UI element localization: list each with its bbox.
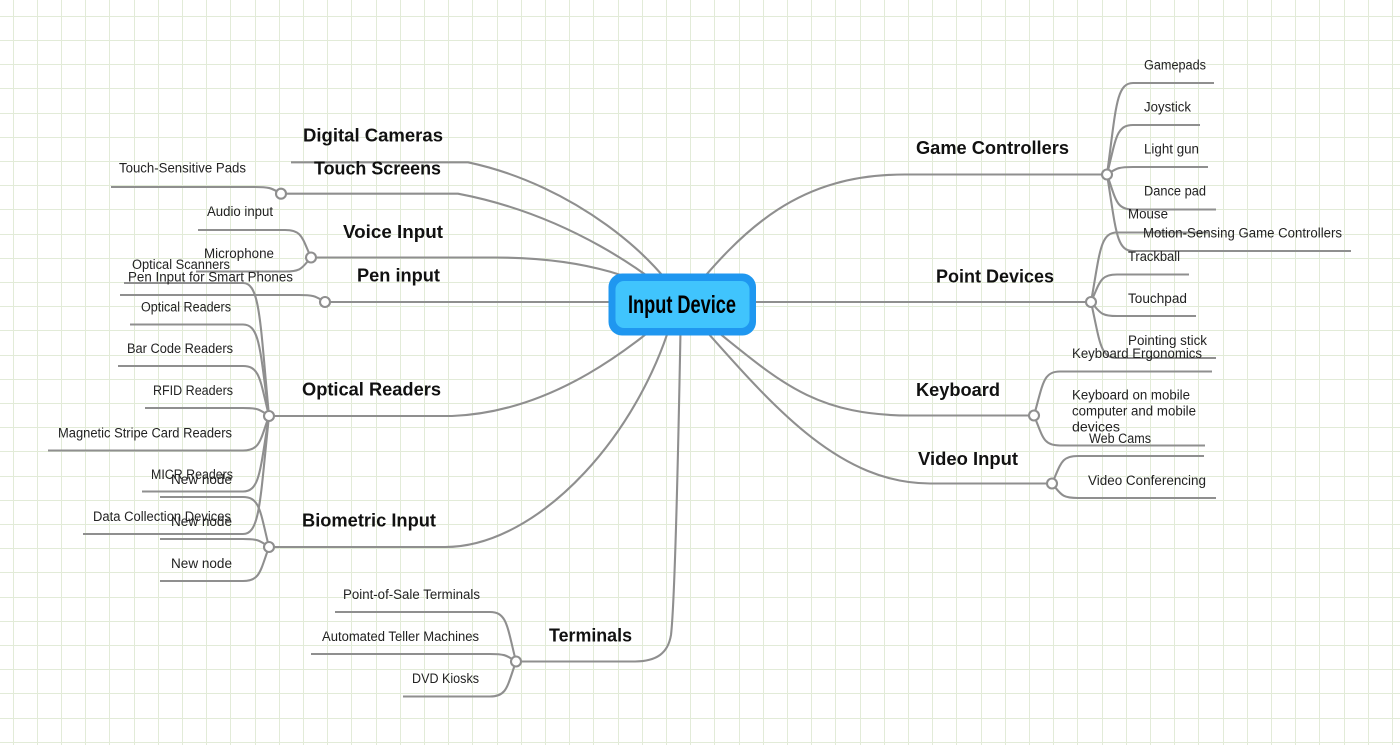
svg-text:MICR Readers: MICR Readers	[151, 467, 233, 482]
svg-text:Motion-Sensing Game Controller: Motion-Sensing Game Controllers	[1143, 226, 1342, 241]
svg-text:Optical Readers: Optical Readers	[302, 380, 441, 400]
svg-text:New node: New node	[171, 514, 232, 529]
svg-text:Terminals: Terminals	[549, 626, 632, 646]
svg-text:Keyboard on mobile: Keyboard on mobile	[1072, 388, 1190, 403]
svg-text:Audio input: Audio input	[207, 204, 273, 219]
svg-text:Keyboard: Keyboard	[916, 380, 1000, 400]
svg-text:Dance pad: Dance pad	[1144, 184, 1206, 199]
svg-text:Digital Cameras: Digital Cameras	[303, 126, 443, 146]
svg-text:computer and mobile: computer and mobile	[1072, 404, 1196, 419]
svg-text:RFID Readers: RFID Readers	[153, 383, 233, 398]
svg-text:Pen input: Pen input	[357, 266, 440, 286]
svg-text:Magnetic Stripe Card Readers: Magnetic Stripe Card Readers	[58, 426, 232, 441]
svg-text:Gamepads: Gamepads	[1144, 58, 1206, 73]
svg-text:Biometric Input: Biometric Input	[302, 511, 436, 531]
svg-text:New node: New node	[171, 472, 232, 487]
svg-text:Bar Code Readers: Bar Code Readers	[127, 341, 233, 356]
svg-text:Optical Scanners: Optical Scanners	[132, 257, 230, 272]
svg-text:Video Input: Video Input	[918, 449, 1018, 469]
svg-text:DVD Kiosks: DVD Kiosks	[412, 671, 479, 686]
svg-text:Automated Teller Machines: Automated Teller Machines	[322, 629, 479, 644]
svg-text:Touch-Sensitive Pads: Touch-Sensitive Pads	[119, 161, 246, 176]
svg-text:Point-of-Sale Terminals: Point-of-Sale Terminals	[343, 587, 480, 602]
svg-text:Mouse: Mouse	[1128, 207, 1168, 222]
svg-text:Joystick: Joystick	[1144, 100, 1191, 115]
svg-text:Voice Input: Voice Input	[343, 222, 443, 242]
svg-text:Input Device: Input Device	[628, 291, 736, 319]
svg-text:New node: New node	[171, 556, 232, 571]
svg-text:Touch Screens: Touch Screens	[314, 159, 441, 179]
svg-text:Light gun: Light gun	[1144, 142, 1199, 157]
svg-text:Video Conferencing: Video Conferencing	[1088, 473, 1206, 488]
svg-text:Keyboard Ergonomics: Keyboard Ergonomics	[1072, 346, 1202, 361]
svg-text:Web Cams: Web Cams	[1089, 431, 1151, 446]
svg-text:Touchpad: Touchpad	[1128, 291, 1187, 306]
svg-text:Point Devices: Point Devices	[936, 267, 1054, 287]
svg-text:Data Collection Devices: Data Collection Devices	[93, 509, 231, 524]
svg-text:Game Controllers: Game Controllers	[916, 138, 1069, 158]
svg-text:Microphone: Microphone	[204, 246, 274, 261]
svg-text:Pointing stick: Pointing stick	[1128, 333, 1207, 348]
svg-text:Trackball: Trackball	[1128, 249, 1180, 264]
svg-text:devices: devices	[1072, 420, 1120, 435]
svg-text:Optical Readers: Optical Readers	[141, 300, 231, 315]
svg-text:Pen Input for Smart Phones: Pen Input for Smart Phones	[128, 270, 293, 285]
